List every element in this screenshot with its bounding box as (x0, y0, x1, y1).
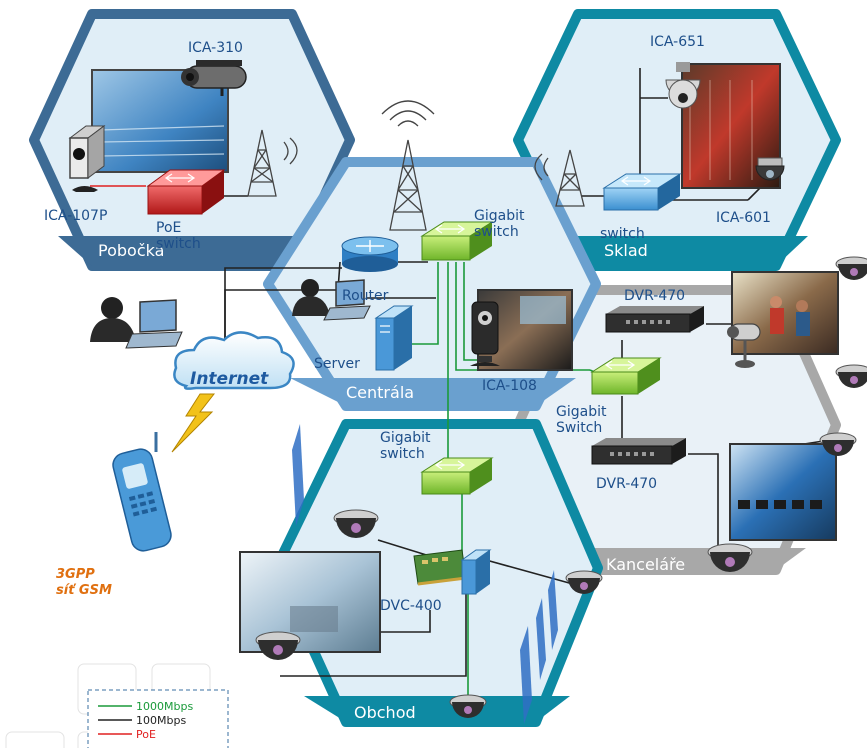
label-poe-switch-1: PoE (156, 220, 181, 236)
decorative-glass-panels (292, 424, 558, 724)
label-router: Router (342, 288, 389, 304)
zone-label-kancelare: Kanceláře (606, 555, 685, 574)
bullet-camera-icon (181, 60, 247, 96)
capture-card-icon (413, 549, 467, 586)
zone-label-centrala: Centrála (346, 383, 414, 402)
dome-camera-icon (449, 694, 487, 718)
gigabit-switch-icon (590, 357, 662, 395)
gsm-label-line1: 3GPP (56, 567, 95, 582)
legend: 1000Mbps 100Mbps PoE (87, 689, 229, 752)
cube-camera-icon (68, 125, 106, 192)
label-gigabit-switch-kancelare-1: Gigabit (556, 404, 607, 420)
cube-camera-icon (470, 301, 500, 366)
legend-label: 100Mbps (136, 714, 186, 727)
zone-label-sklad: Sklad (604, 241, 648, 260)
label-dvr-470-bottom: DVR-470 (596, 476, 657, 492)
label-poe-switch-2: switch (156, 236, 201, 252)
switch-icon (602, 173, 682, 211)
gigabit-switch-icon (420, 457, 494, 495)
dome-camera-icon (707, 543, 753, 572)
server-icon (374, 305, 414, 371)
zone-label-obchod: Obchod (354, 703, 416, 722)
label-ica-310: ICA-310 (188, 40, 243, 56)
router-icon (341, 236, 399, 272)
legend-item-1000mbps: 1000Mbps (98, 700, 193, 713)
label-gigabit-switch-obchod-1: Gigabit (380, 430, 431, 446)
legend-item-100mbps: 100Mbps (98, 714, 186, 727)
dvr-recorder-icon (605, 306, 704, 333)
label-gigabit-switch-centrala-2: switch (474, 224, 519, 240)
internet-label: Internet (190, 369, 269, 389)
internet-cloud-icon (173, 331, 295, 390)
pc-tower-icon (460, 549, 492, 595)
mobile-phone-icon (112, 432, 172, 552)
label-gigabit-switch-obchod-2: switch (380, 446, 425, 462)
label-server: Server (314, 356, 360, 372)
legend-item-poe: PoE (98, 728, 156, 741)
label-dvc-400: DVC-400 (380, 598, 442, 614)
zone-labels: Pobočka Sklad Centrála Kanceláře Obchod (98, 241, 685, 722)
label-gigabit-switch-kancelare-2: Switch (556, 420, 602, 436)
poe-switch-icon (146, 169, 226, 215)
label-ica-107p: ICA-107P (44, 208, 107, 224)
label-dvr-470-top: DVR-470 (624, 288, 685, 304)
photo-people-kancelare (731, 271, 839, 355)
dome-camera-icon (255, 631, 301, 660)
gsm-label-line2: síť GSM (56, 583, 112, 598)
ptz-dome-camera-icon (665, 62, 701, 109)
bullet-camera-icon (727, 323, 761, 368)
legend-label: PoE (136, 728, 156, 741)
photo-computer-room-kancelare (729, 443, 837, 541)
user-laptop-icon (292, 279, 371, 321)
dome-camera-icon (755, 157, 785, 181)
dome-camera-icon (835, 256, 867, 280)
label-gigabit-switch-centrala-1: Gigabit (474, 208, 525, 224)
zone-label-pobocka: Pobočka (98, 241, 164, 260)
dome-camera-icon (333, 509, 379, 538)
dome-camera-set (255, 256, 867, 718)
label-ica-108: ICA-108 (482, 378, 537, 394)
legend-label: 1000Mbps (136, 700, 193, 713)
dome-camera-icon (835, 364, 867, 388)
label-sklad-switch: switch (600, 226, 645, 242)
lightning-bolt-icon (171, 393, 216, 453)
label-ica-601: ICA-601 (716, 210, 771, 226)
label-ica-651: ICA-651 (650, 34, 705, 50)
dvr-recorder-icon (591, 438, 686, 465)
device-labels: ICA-310 ICA-107P PoE switch ICA-651 ICA-… (44, 34, 771, 614)
radio-tower-icon (247, 100, 585, 231)
dome-camera-icon (819, 432, 857, 456)
user-laptop-icon (90, 297, 183, 349)
dome-camera-icon (565, 570, 603, 594)
gigabit-switch-icon (420, 221, 494, 261)
